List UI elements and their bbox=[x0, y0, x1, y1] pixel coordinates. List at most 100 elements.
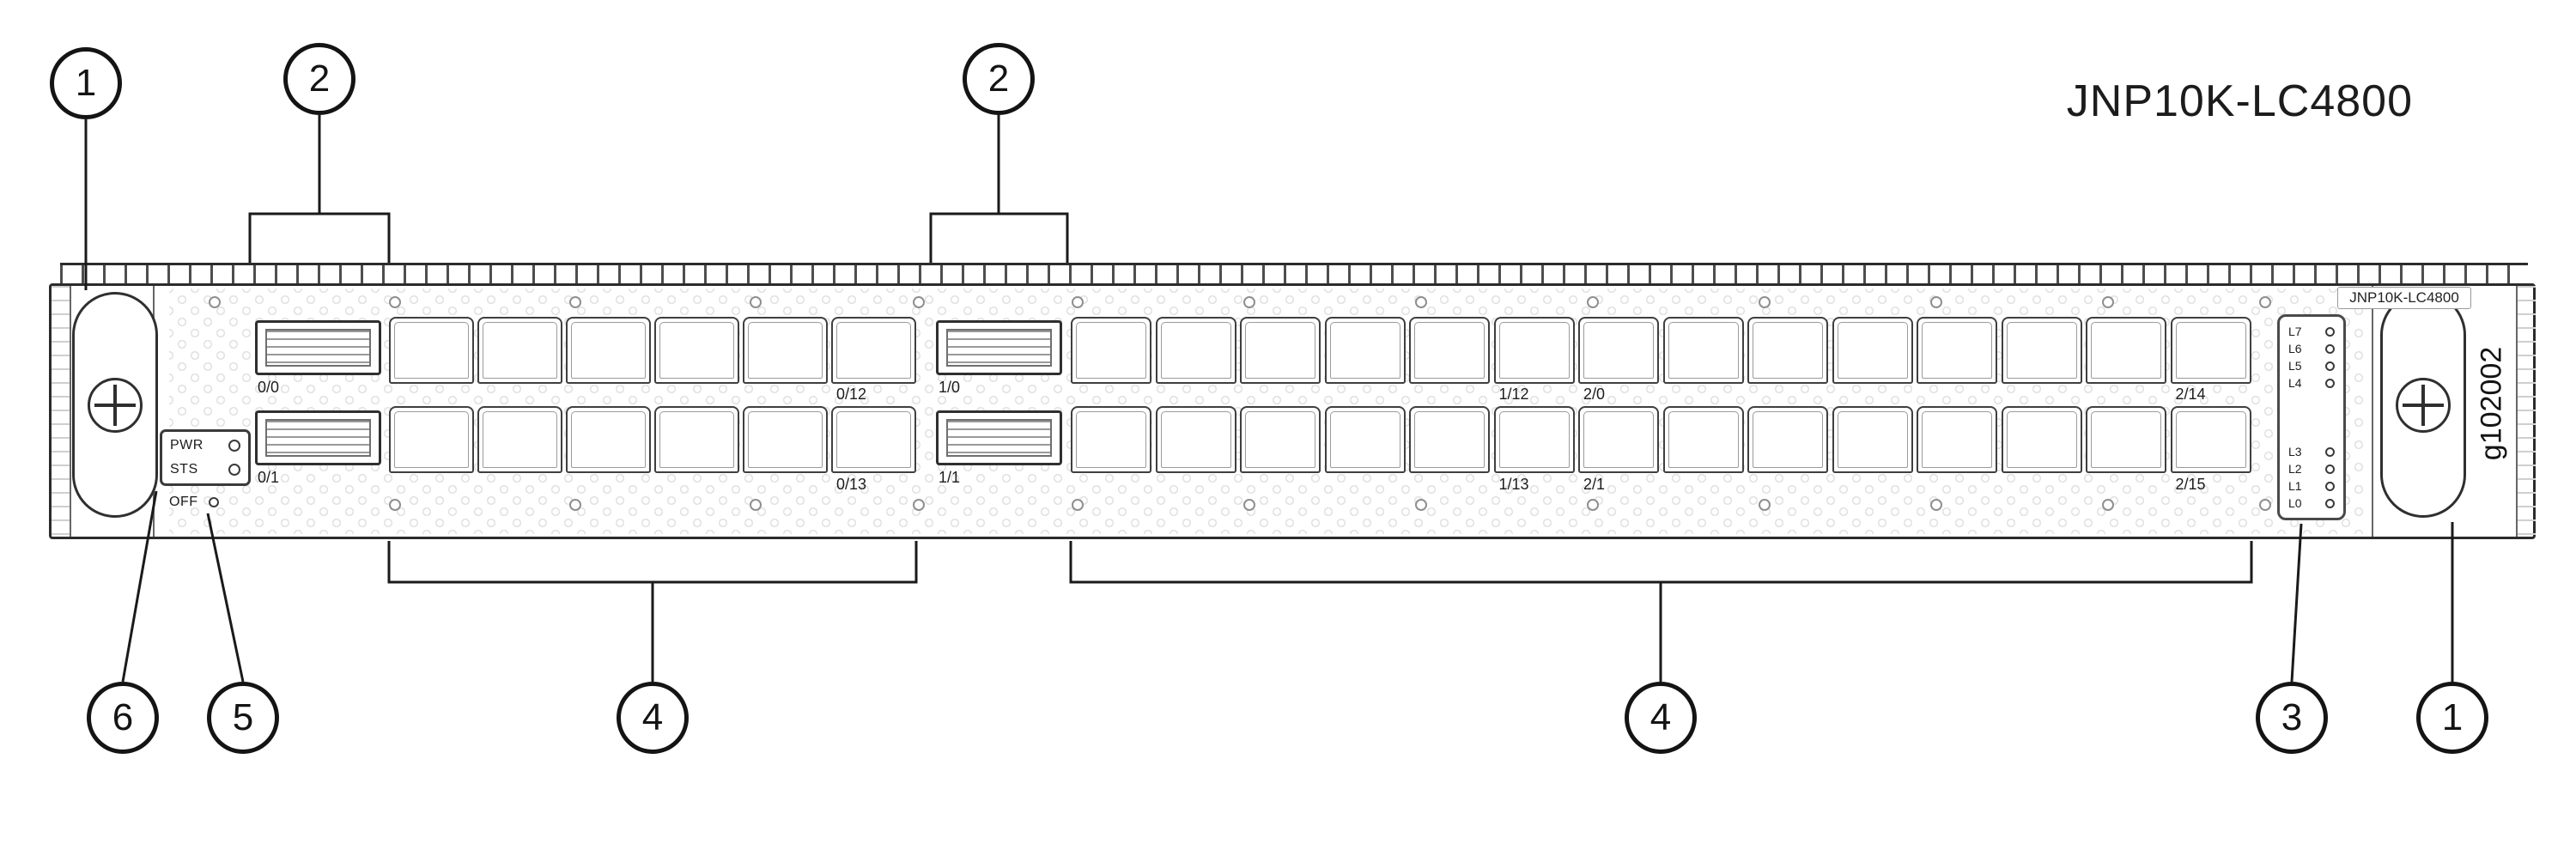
sfp-cage-opening bbox=[1753, 322, 1823, 379]
sfp-cage-opening bbox=[2006, 411, 2077, 468]
port-label: 1/0 bbox=[939, 379, 961, 396]
port-label: 2/14 bbox=[2175, 386, 2206, 403]
status-led-row: STS bbox=[170, 462, 240, 477]
sfp-cage bbox=[1324, 317, 1406, 384]
sfp-cage-opening bbox=[1076, 322, 1146, 379]
link-led-indicator-icon bbox=[2325, 326, 2335, 337]
port-label: 2/1 bbox=[1583, 476, 1606, 493]
sfp-cage-opening bbox=[2091, 322, 2161, 379]
link-led-label: L5 bbox=[2288, 359, 2302, 373]
sfp-cage-opening bbox=[1922, 411, 1992, 468]
sfp-cage bbox=[2086, 317, 2166, 384]
qsfp-connector-icon bbox=[946, 329, 1052, 367]
link-led-label: L1 bbox=[2288, 479, 2302, 493]
link-led-indicator-icon bbox=[2325, 446, 2335, 457]
sfp-cage bbox=[654, 406, 739, 473]
panel-screw-icon bbox=[913, 296, 925, 308]
chassis-top-edge bbox=[60, 263, 2528, 283]
sfp-cage bbox=[1832, 406, 1913, 473]
callout-sfp-bank-right: 4 bbox=[1625, 682, 1697, 754]
sfp-cage bbox=[389, 317, 474, 384]
sfp-cage-opening bbox=[1329, 322, 1400, 379]
qsfp-port-0-1 bbox=[255, 410, 381, 465]
sfp-cage-opening bbox=[1245, 322, 1315, 379]
panel-screw-icon bbox=[1243, 296, 1255, 308]
sfp-cage bbox=[1155, 317, 1236, 384]
port-label: 0/12 bbox=[836, 386, 867, 403]
callout-captive-screw-bottom: 1 bbox=[2416, 682, 2488, 754]
sfp-cage-opening bbox=[394, 322, 469, 379]
panel-divider-right bbox=[2372, 286, 2373, 537]
link-led-indicator-icon bbox=[2325, 481, 2335, 491]
sfp-cage bbox=[743, 406, 828, 473]
qsfp-connector-icon bbox=[946, 419, 1052, 457]
sfp-cage bbox=[2086, 406, 2166, 473]
panel-screw-icon bbox=[750, 499, 762, 511]
sfp-cage-opening bbox=[1498, 322, 1570, 379]
link-led-row: L3 bbox=[2288, 445, 2335, 458]
panel-screw-icon bbox=[1072, 499, 1084, 511]
sfp-cage-opening bbox=[748, 411, 823, 468]
callout-status-leds: 6 bbox=[87, 682, 159, 754]
offline-button-icon bbox=[208, 497, 219, 507]
panel-screw-icon bbox=[913, 499, 925, 511]
sfp-cage bbox=[1240, 317, 1321, 384]
sfp-cage bbox=[1578, 406, 1659, 473]
sfp-cage bbox=[389, 406, 474, 473]
link-led-indicator-icon bbox=[2325, 361, 2335, 371]
panel-screw-icon bbox=[1415, 499, 1427, 511]
panel-screw-icon bbox=[2102, 499, 2114, 511]
sfp-cage-opening bbox=[1837, 322, 1908, 379]
port-label: 0/1 bbox=[258, 469, 280, 486]
offline-button-label: OFF bbox=[169, 495, 198, 509]
phillips-screw-icon bbox=[2396, 377, 2451, 433]
card-rail-left bbox=[52, 286, 71, 537]
sfp-cage bbox=[831, 406, 916, 473]
sfp-cage bbox=[477, 406, 562, 473]
sfp-cage-opening bbox=[748, 322, 823, 379]
panel-screw-icon bbox=[569, 296, 581, 308]
port-label: 0/13 bbox=[836, 476, 867, 493]
sfp-cage bbox=[1409, 317, 1490, 384]
port-label: 1/1 bbox=[939, 469, 961, 486]
captive-screw-housing-right bbox=[2380, 292, 2466, 518]
link-led-label: L2 bbox=[2288, 462, 2302, 476]
sfp-cage-opening bbox=[2091, 411, 2161, 468]
sfp-cage-opening bbox=[1414, 411, 1485, 468]
sfp-cage bbox=[1240, 406, 1321, 473]
status-led-label: PWR bbox=[170, 438, 204, 452]
phillips-screw-icon bbox=[88, 377, 143, 433]
callout-captive-screw-top: 1 bbox=[50, 47, 122, 119]
sfp-cage-opening bbox=[659, 411, 734, 468]
sfp-cage-opening bbox=[1922, 322, 1992, 379]
status-led-indicator-icon bbox=[228, 440, 240, 452]
sfp-cage bbox=[1662, 406, 1744, 473]
sfp-cage bbox=[477, 317, 562, 384]
sfp-cage bbox=[566, 317, 651, 384]
callout-offline-button: 5 bbox=[207, 682, 279, 754]
panel-screw-icon bbox=[1930, 296, 1942, 308]
port-label: 1/13 bbox=[1498, 476, 1529, 493]
card-rail-right bbox=[2516, 286, 2536, 537]
sfp-cage bbox=[2001, 317, 2082, 384]
panel-screw-icon bbox=[2259, 499, 2271, 511]
link-led-indicator-icon bbox=[2325, 343, 2335, 354]
link-led-row: L0 bbox=[2288, 496, 2335, 510]
panel-screw-icon bbox=[569, 499, 581, 511]
status-led-row: PWR bbox=[170, 438, 240, 453]
diagram-title: JNP10K-LC4800 bbox=[2066, 76, 2413, 126]
sfp-cage-opening bbox=[2175, 411, 2246, 468]
qsfp-connector-icon bbox=[265, 419, 371, 457]
sfp-cage-opening bbox=[1583, 411, 1654, 468]
sfp-cage-opening bbox=[1837, 411, 1908, 468]
panel-screw-icon bbox=[1759, 296, 1771, 308]
panel-screw-icon bbox=[2259, 296, 2271, 308]
link-led-label: L4 bbox=[2288, 376, 2302, 390]
link-led-row: L5 bbox=[2288, 359, 2335, 373]
sfp-cage-opening bbox=[2006, 322, 2077, 379]
sfp-cage-opening bbox=[571, 411, 646, 468]
panel-screw-icon bbox=[1415, 296, 1427, 308]
sfp-cage-opening bbox=[2175, 322, 2246, 379]
sfp-cage-opening bbox=[1414, 322, 1485, 379]
